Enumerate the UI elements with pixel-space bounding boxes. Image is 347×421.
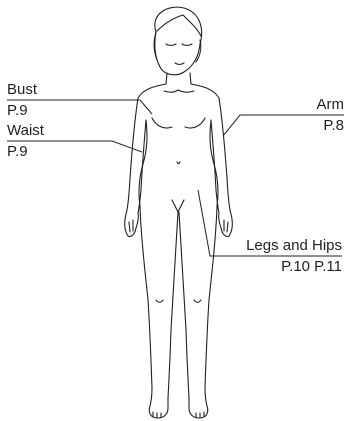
leg-right-inner [179,212,189,398]
eye-right [182,44,192,46]
foot-right-toes [196,412,204,417]
legs-hips-page-ref: P.10 P.11 [281,259,342,275]
leg-left-inner [168,212,178,398]
arm-left-outer [126,98,138,214]
arm-label: Arm [317,97,345,113]
leg-left-outer [140,206,152,406]
shoulder-left [138,84,166,98]
waist-label: Waist [7,123,44,139]
foot-left-toes [153,412,161,417]
hand-right-finger [224,220,228,232]
neck-left [166,73,167,84]
hair-fringe [157,15,201,36]
mouth [175,63,184,65]
neck-right [190,73,191,84]
bust-line-left [152,118,172,128]
arm-page-ref: P.8 [323,118,344,134]
bust-line-right [185,118,205,128]
foot-right [189,398,208,418]
hand-left-finger [129,220,133,232]
hand-right [219,213,233,237]
knee-left [156,300,163,302]
bust-leader-line [7,100,152,114]
shoulder-right [191,84,219,98]
bust-page-ref: P.9 [7,103,28,119]
bust-label: Bust [7,82,37,98]
arm-right-outer [219,98,231,214]
crotch [172,200,184,212]
waist-page-ref: P.9 [7,144,28,160]
eye-left [166,44,176,46]
navel [177,162,180,164]
hand-left [125,213,139,237]
collarbone [164,90,194,92]
foot-left [149,398,168,418]
legs-hips-label: Legs and Hips [246,238,342,254]
knee-right [194,300,201,302]
